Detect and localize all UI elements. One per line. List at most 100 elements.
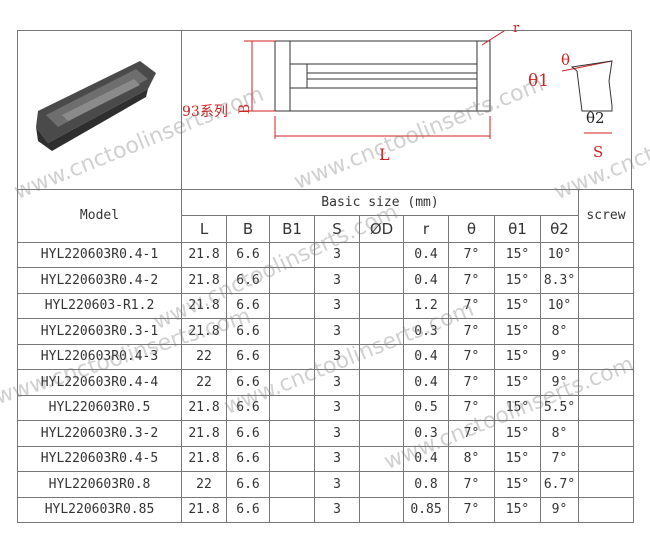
theta2-label: θ2 [586,109,605,127]
value-cell: 3 [314,267,360,294]
dim-l-label: L [379,145,390,164]
column-header: B [226,214,270,243]
model-cell: HYL220603R0.8 [17,471,182,498]
value-cell: 15° [494,318,541,345]
value-cell: 3 [314,292,360,319]
value-cell [578,267,634,294]
value-cell: 22 [181,471,227,498]
value-cell [269,318,315,345]
model-cell: HYL220603R0.3-1 [17,318,182,345]
value-cell: 6.7° [540,471,579,498]
value-cell: 8° [540,318,579,345]
value-cell: 9° [540,496,579,523]
column-header: B1 [269,214,315,243]
value-cell [578,471,634,498]
value-cell: 6.6 [226,267,270,294]
value-cell: 0.4 [403,343,449,370]
model-cell: HYL220603R0.5 [17,394,182,421]
dim-r-label: r [513,21,520,36]
value-cell: 3 [314,496,360,523]
value-cell: 6.6 [226,496,270,523]
value-cell: 6.6 [226,471,270,498]
value-cell: 7° [448,241,495,268]
value-cell: 21.8 [181,267,227,294]
value-cell [578,420,634,447]
value-cell: 6.6 [226,445,270,472]
model-cell: HYL220603R0.85 [17,496,182,523]
value-cell [578,343,634,370]
value-cell: 7° [448,496,495,523]
dim-b-label: B [237,103,254,115]
value-cell: 15° [494,394,541,421]
value-cell: 21.8 [181,241,227,268]
value-cell: 0.4 [403,241,449,268]
value-cell: 7° [448,471,495,498]
value-cell [578,496,634,523]
value-cell: 22 [181,343,227,370]
value-cell [359,445,404,472]
column-header: L [181,214,227,243]
value-cell: 15° [494,471,541,498]
value-cell: 6.6 [226,292,270,319]
value-cell [359,318,404,345]
value-cell: 6.6 [226,394,270,421]
value-cell [359,471,404,498]
model-cell: HYL220603R0.4-2 [17,267,182,294]
theta1-label: θ1 [528,71,550,91]
value-cell: 3 [314,343,360,370]
value-cell: 0.4 [403,369,449,396]
value-cell [359,267,404,294]
value-cell [359,369,404,396]
value-cell: 10° [540,292,579,319]
value-cell: 3 [314,445,360,472]
value-cell: 0.8 [403,471,449,498]
value-cell: 7° [448,343,495,370]
value-cell: 7° [448,318,495,345]
value-cell: 8° [448,445,495,472]
column-header: θ [448,214,495,243]
image-divider [181,31,182,189]
value-cell [269,292,315,319]
value-cell: 15° [494,445,541,472]
value-cell [269,420,315,447]
value-cell: 3 [314,241,360,268]
basic-size-header: Basic size (mm) [181,189,579,216]
value-cell: 7° [448,292,495,319]
value-cell [269,445,315,472]
value-cell: 9° [540,369,579,396]
value-cell: 15° [494,267,541,294]
technical-drawing [244,31,613,139]
value-cell [578,369,634,396]
value-cell: 3 [314,420,360,447]
column-header: θ1 [494,214,541,243]
value-cell: 15° [494,241,541,268]
value-cell [269,471,315,498]
value-cell: 21.8 [181,445,227,472]
value-cell: 21.8 [181,420,227,447]
column-header: θ2 [540,214,579,243]
model-cell: HYL220603R0.4-1 [17,241,182,268]
value-cell: 3 [314,394,360,421]
value-cell [578,292,634,319]
value-cell: 21.8 [181,496,227,523]
value-cell: 6.6 [226,369,270,396]
value-cell [578,445,634,472]
value-cell [578,318,634,345]
model-cell: HYL220603R0.4-5 [17,445,182,472]
value-cell: 8° [540,420,579,447]
value-cell [359,420,404,447]
value-cell: 5.5° [540,394,579,421]
screw-header: screw [578,189,634,243]
value-cell: 0.4 [403,445,449,472]
value-cell: 22 [181,369,227,396]
model-cell: HYL220603R0.4-3 [17,343,182,370]
value-cell: 7° [448,267,495,294]
value-cell [578,241,634,268]
value-cell: 15° [494,292,541,319]
